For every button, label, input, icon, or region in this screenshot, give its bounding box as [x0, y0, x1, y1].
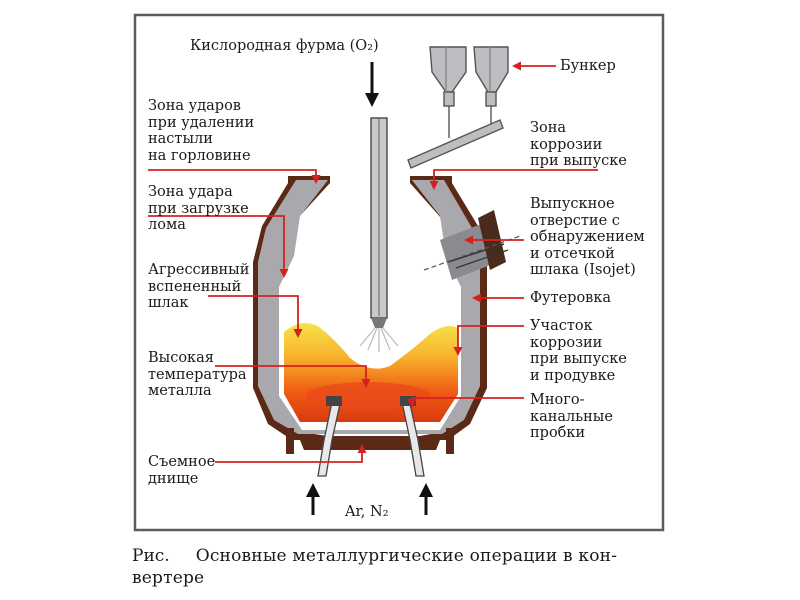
leader-removable-bottom — [215, 444, 367, 463]
leader-impact-scrap — [148, 215, 289, 278]
leader-plugs — [407, 397, 524, 408]
bottom-plate — [300, 440, 440, 450]
label-oxygen-lance: Кислородная фурма (O₂) — [190, 38, 379, 54]
leader-corrosion-tap — [429, 169, 598, 190]
figure-frame — [133, 13, 665, 532]
label-impact-neck: Зона ударов при удалении настыли на горл… — [148, 98, 255, 164]
bunker-hoppers — [407, 46, 509, 169]
leader-corrosion-area — [453, 325, 524, 356]
caption-prefix: Рис. — [132, 546, 170, 566]
bottom-foot-left — [286, 428, 294, 454]
label-hot-metal: Высокая температура металла — [148, 350, 247, 399]
caption-text: Основные металлургические операции в кон… — [132, 546, 618, 588]
leader-impact-neck — [148, 169, 321, 184]
label-gas: Ar, N₂ — [345, 504, 389, 520]
figure-caption: Рис.Основные металлургические операции в… — [132, 545, 657, 589]
label-plugs: Много- канальные пробки — [530, 392, 613, 441]
label-lining: Футеровка — [530, 290, 612, 306]
label-corrosion-tap: Зона коррозии при выпуске — [530, 120, 627, 169]
label-foamed-slag: Агрессивный вспененный шлак — [148, 262, 250, 311]
label-corrosion-area: Участок коррозии при выпуске и продувке — [530, 318, 627, 384]
label-removable-bottom: Съемное днище — [148, 454, 216, 487]
refractory-lining — [258, 180, 480, 434]
bottom-foot-right — [446, 428, 454, 454]
leader-hot-metal — [215, 365, 371, 388]
label-bunker: Бункер — [560, 58, 616, 74]
label-taphole: Выпускное отверстие с обнаружением и отс… — [530, 196, 645, 278]
oxygen-lance — [359, 117, 399, 352]
label-impact-scrap: Зона удара при загрузке лома — [148, 184, 249, 233]
leader-foamed-slag — [208, 295, 303, 338]
